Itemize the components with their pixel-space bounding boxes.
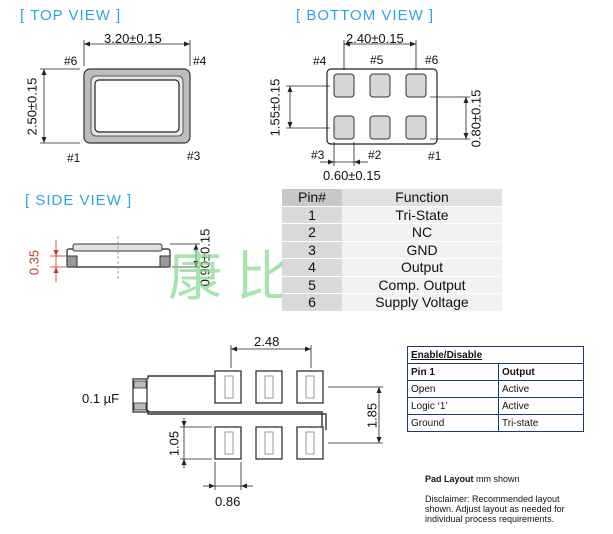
bottom-pin6-label: #6 [425, 53, 439, 67]
pin-function: Tri-State [342, 206, 502, 224]
top-pin1-label: #1 [67, 151, 81, 165]
bottom-pad-width: 0.60±0.15 [323, 168, 381, 183]
pin-function: Supply Voltage [342, 293, 502, 312]
disclaimer-text: Disclaimer: Recommended layout shown. Ad… [425, 494, 565, 524]
pin-function: Output [342, 258, 502, 277]
bottom-pin3-label: #3 [311, 148, 325, 162]
enable-cell: Open [407, 380, 499, 398]
pad-height: 1.05 [166, 430, 182, 457]
pad-layout-note-rest: mm shown [473, 474, 520, 484]
bottom-view-package [326, 68, 438, 145]
pad-layout [132, 370, 327, 460]
bottom-view-height: 1.55±0.15 [267, 78, 283, 137]
top-pin4-label: #4 [193, 54, 207, 68]
pad-layout-height: 1.85 [364, 402, 380, 429]
bottom-view-heading: [ BOTTOM VIEW ] [296, 7, 435, 24]
top-pin3-label: #3 [187, 149, 201, 163]
enable-cell: Tri-state [498, 414, 584, 432]
pin-function: GND [342, 241, 502, 259]
pad-width: 0.86 [215, 494, 241, 509]
enable-header-pin: Pin 1 [407, 363, 499, 381]
bottom-view-width: 2.40±0.15 [346, 31, 404, 46]
pin-number: 4 [282, 258, 342, 277]
pin-header: Pin# [282, 189, 342, 207]
table-row: Pin# Function [282, 189, 502, 207]
enable-cell: Active [498, 380, 584, 398]
top-view-heading: [ TOP VIEW ] [20, 7, 122, 24]
pad-layout-note: Pad Layout mm shown [425, 474, 520, 484]
pad-layout-width: 2.48 [254, 334, 280, 349]
bottom-pad-height: 0.80±0.15 [468, 89, 484, 148]
pin-function: NC [342, 223, 502, 242]
top-pin6-label: #6 [64, 54, 78, 68]
capacitor-label: 0.1 µF [82, 391, 120, 406]
pad-layout-note-bold: Pad Layout [425, 474, 474, 484]
pin-function: Comp. Output [342, 276, 502, 294]
bottom-pin5-label: #5 [370, 53, 384, 67]
enable-cell: Active [498, 397, 584, 415]
pin-number: 5 [282, 276, 342, 294]
top-view-height: 2.50±0.15 [24, 77, 40, 136]
side-view-heading: [ SIDE VIEW ] [25, 192, 133, 209]
enable-cell: Ground [407, 414, 499, 432]
pin-number: 6 [282, 293, 342, 312]
pin-number: 1 [282, 206, 342, 224]
bottom-pin4-label: #4 [313, 54, 327, 68]
enable-header-output: Output [498, 363, 584, 381]
bottom-pin1-label: #1 [428, 149, 442, 163]
side-height-small: 0.35 [26, 249, 42, 276]
bottom-pin2-label: #2 [368, 148, 382, 162]
side-view-package [66, 243, 171, 268]
table-row: Logic ‘1’Active [407, 397, 584, 415]
top-view-width: 3.20±0.15 [104, 31, 162, 46]
pin-number: 3 [282, 241, 342, 259]
enable-cell: Logic ‘1’ [407, 397, 499, 415]
pin-number: 2 [282, 223, 342, 242]
enable-title: Enable/Disable [407, 346, 584, 364]
function-header: Function [342, 189, 502, 207]
table-row: Enable/Disable [407, 346, 584, 364]
top-view-package [83, 68, 191, 144]
